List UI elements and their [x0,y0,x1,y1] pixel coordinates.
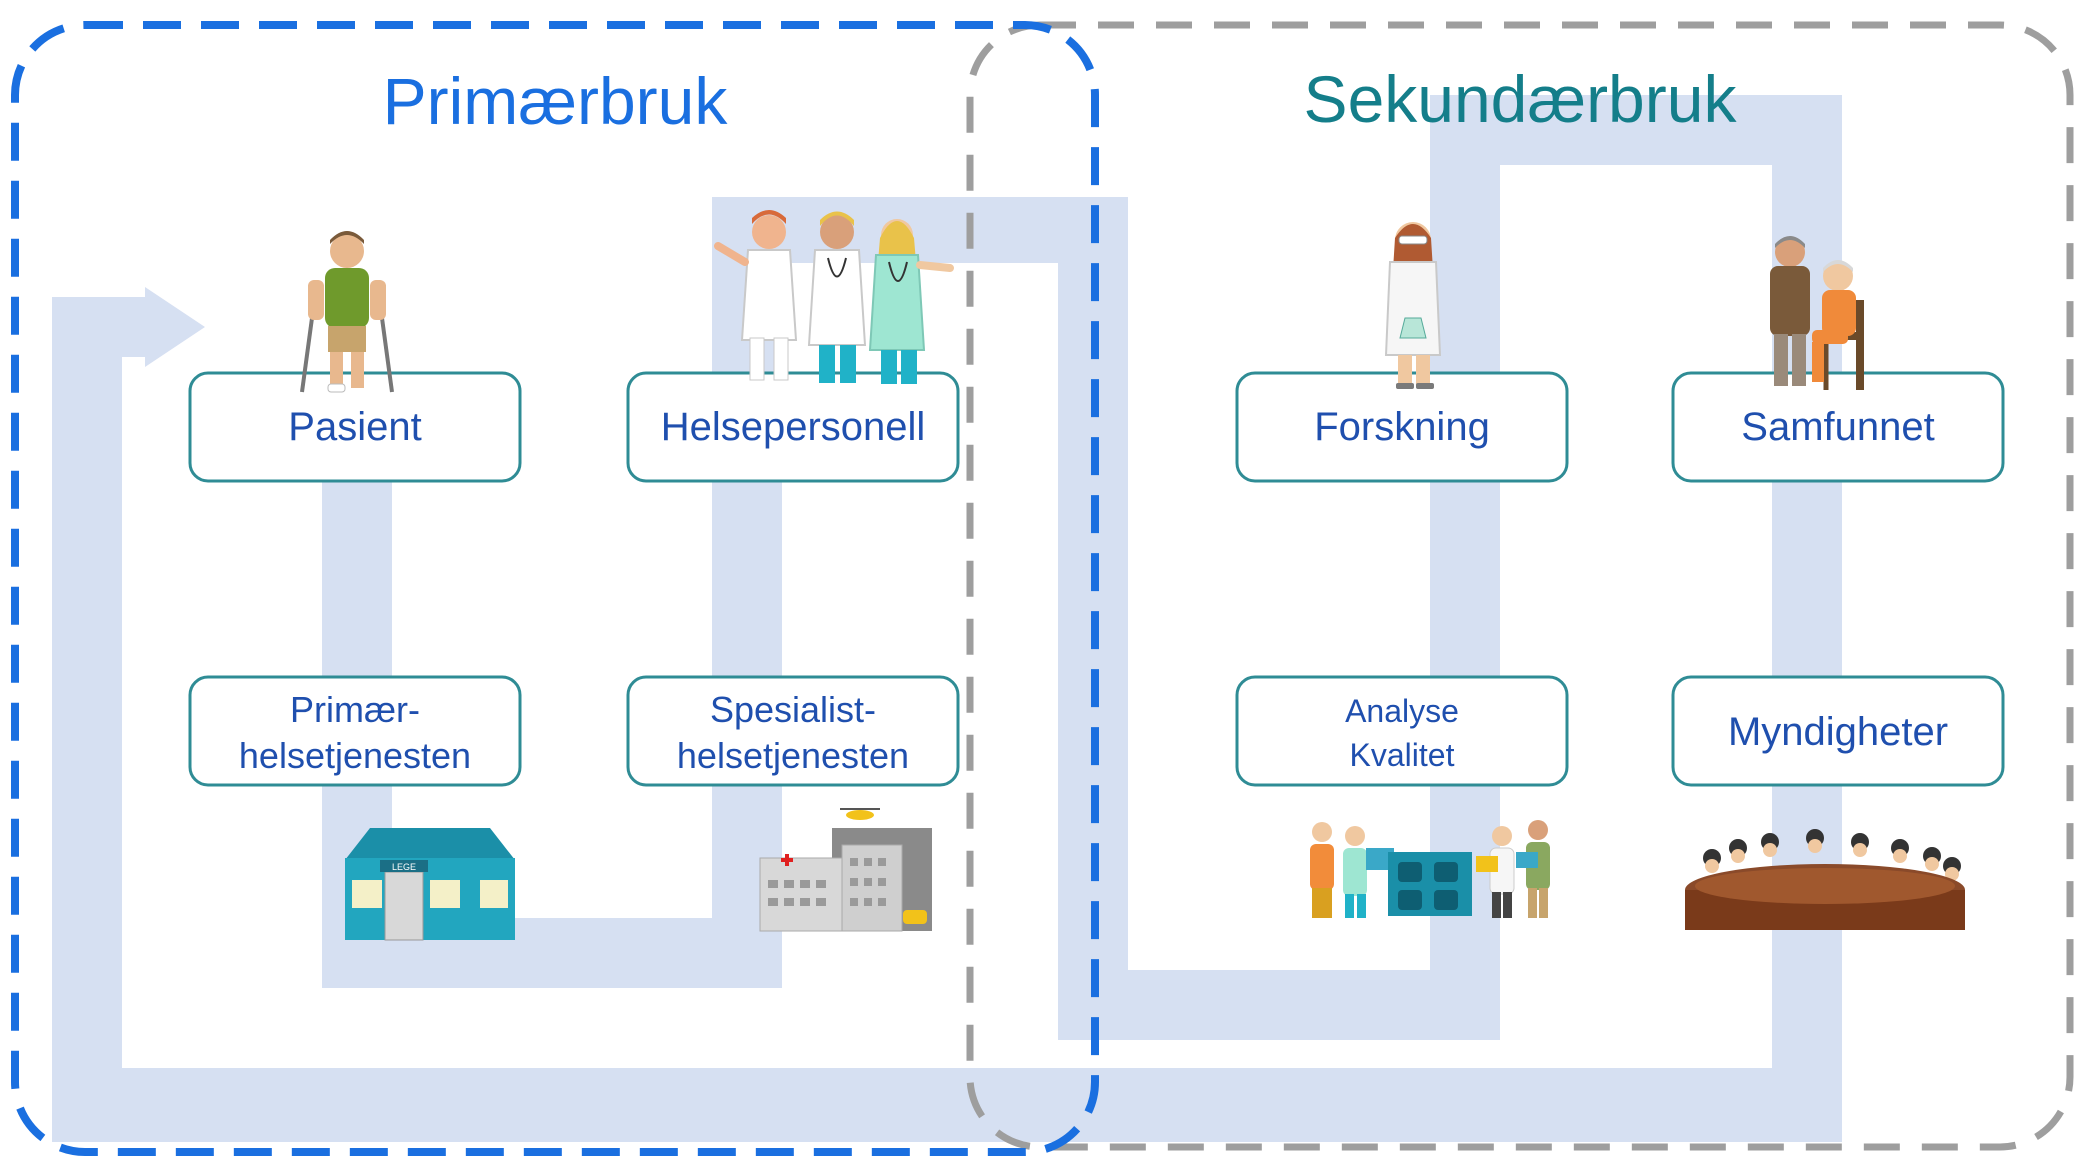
clinic-building-icon: LEGE [345,828,515,941]
elderly-couple-icon [1770,236,1864,390]
secondary-use-region-border [966,21,2074,1151]
box-helsepersonell: Helsepersonell [626,371,960,483]
meeting-table-icon [1685,829,1965,930]
box-pasient-label: Pasient [288,405,421,449]
box-primaerhelsetjenesten-line2: helsetjenesten [239,735,471,776]
box-helsepersonell-label: Helsepersonell [661,405,926,449]
box-pasient: Pasient [188,371,522,483]
flow-path [52,95,1842,1142]
box-analyse-kvalitet-line2: Kvalitet [1350,737,1455,773]
box-spesialisthelsetjenesten-line2: helsetjenesten [677,735,909,776]
box-myndigheter: Myndigheter [1671,675,2005,787]
box-samfunnet-label: Samfunnet [1741,405,1934,449]
box-analyse-kvalitet: Analyse Kvalitet [1235,675,1569,787]
researcher-icon [1384,222,1442,389]
box-samfunnet: Samfunnet [1671,371,2005,483]
secondary-use-title: Sekundærbruk [1304,62,1738,136]
clinic-sign-text: LEGE [392,862,416,872]
primary-use-region-border [11,21,1099,1156]
box-spesialisthelsetjenesten-line1: Spesialist- [710,689,876,730]
box-analyse-kvalitet-line1: Analyse [1345,693,1459,729]
hospital-building-icon [759,808,932,932]
doctors-group-icon [714,210,954,384]
box-spesialisthelsetjenesten: Spesialist- helsetjenesten [626,675,960,787]
box-primaerhelsetjenesten: Primær- helsetjenesten [188,675,522,787]
primary-use-title: Primærbruk [383,64,729,138]
flow-arrow-icon [52,287,205,367]
box-forskning: Forskning [1235,371,1569,483]
box-myndigheter-label: Myndigheter [1728,710,1948,754]
analyst-team-icon [1310,820,1550,918]
patient-with-crutches-icon [300,231,394,393]
box-forskning-label: Forskning [1314,405,1490,449]
box-primaerhelsetjenesten-line1: Primær- [290,689,420,730]
